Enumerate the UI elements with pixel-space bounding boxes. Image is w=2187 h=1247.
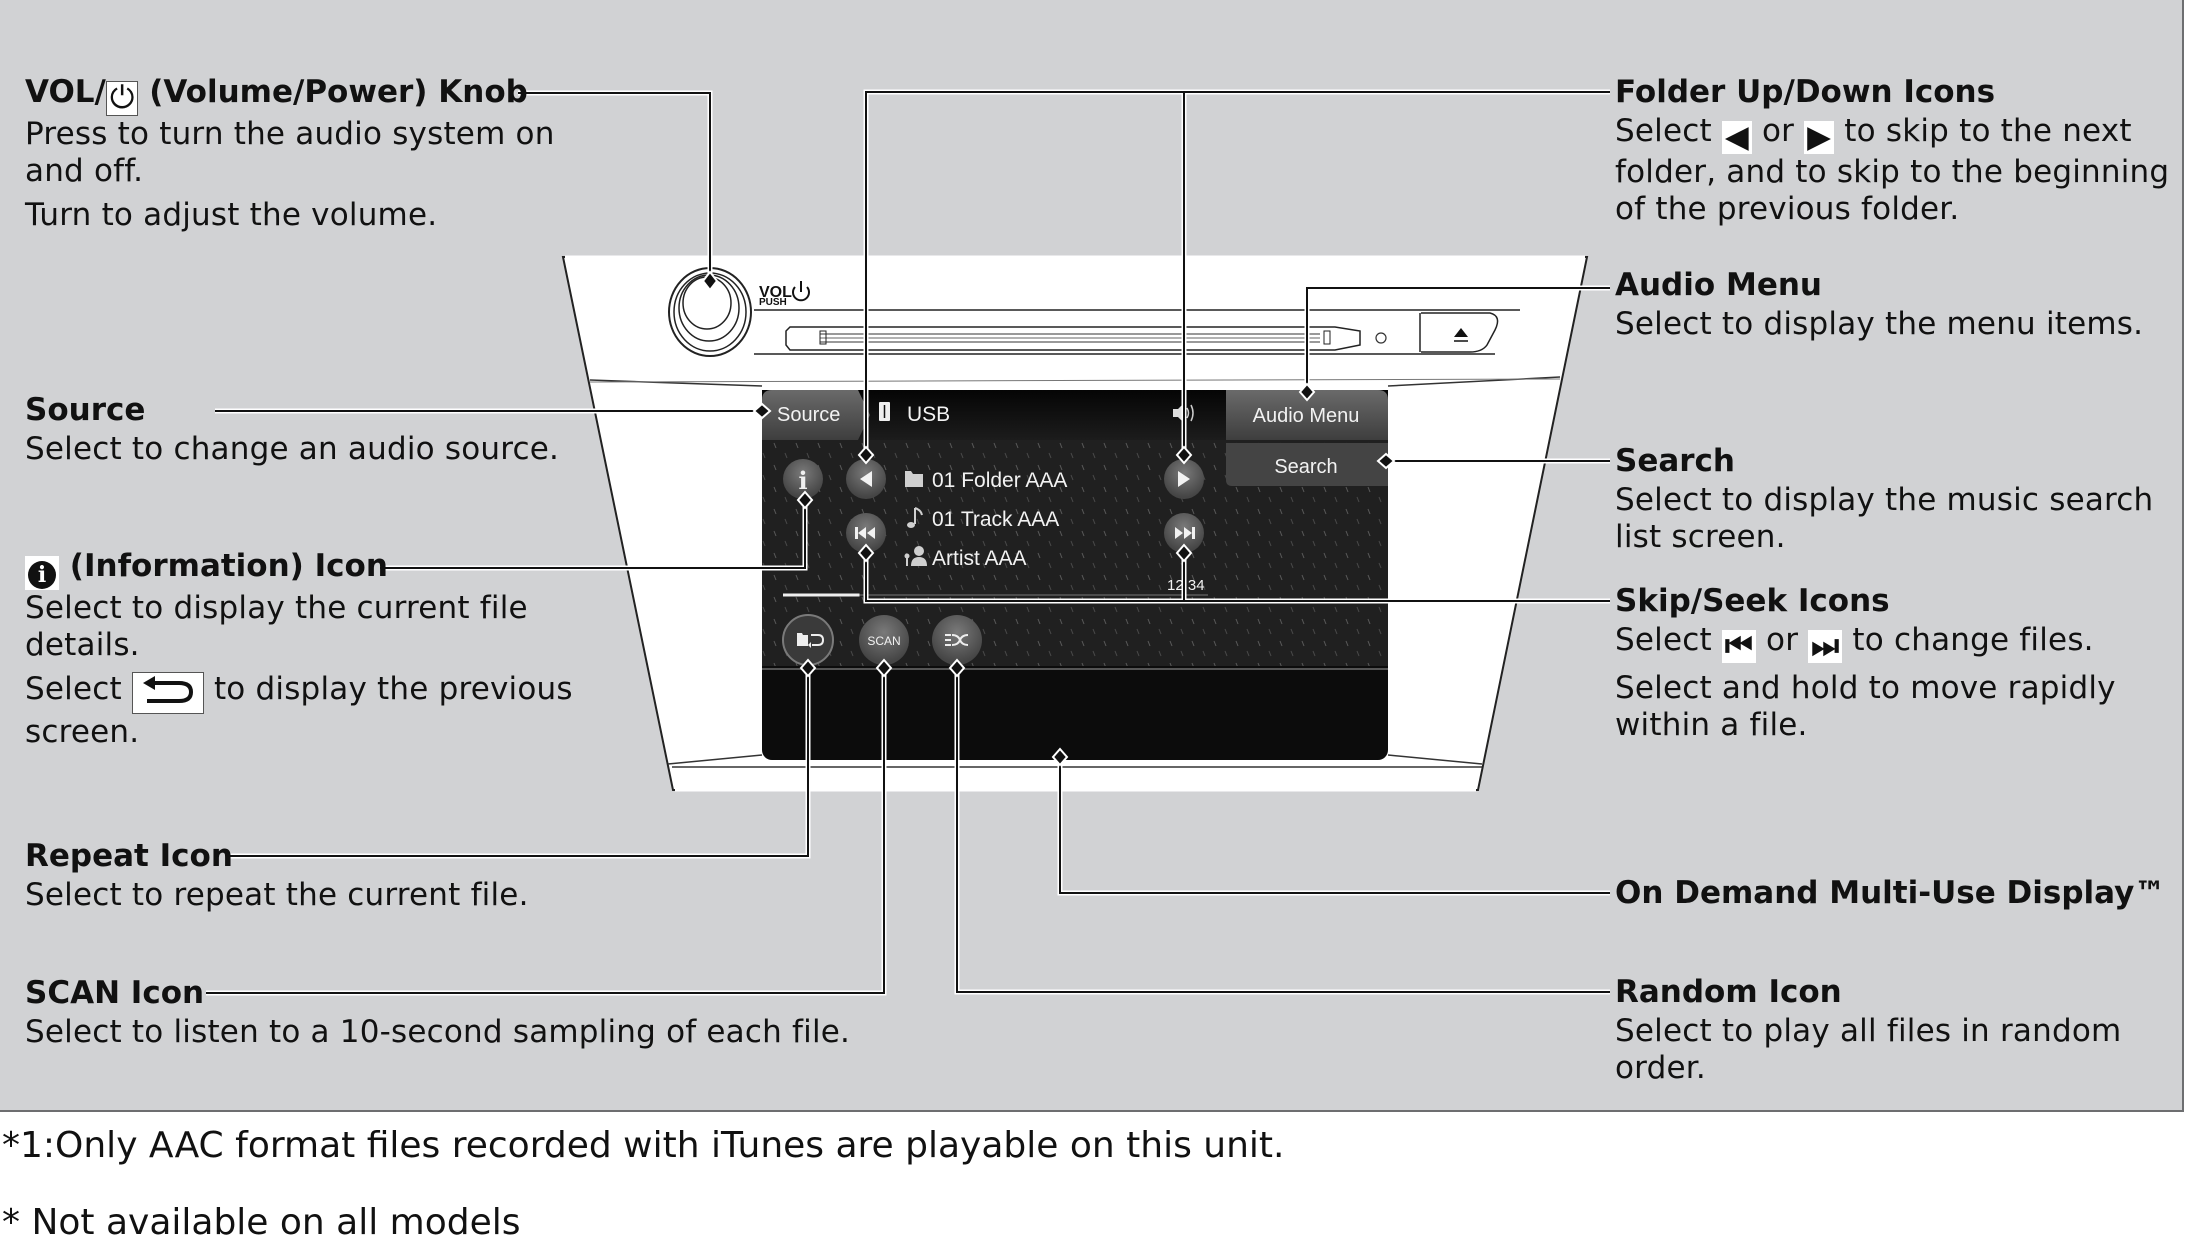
callout-desc: Select to change an audio source. — [25, 431, 560, 467]
callout-vol-knob: VOL/⏻ (Volume/Power) Knob Press to turn … — [25, 71, 585, 241]
callout-desc: Select to repeat the current file. — [25, 877, 529, 913]
callout-title: Audio Menu — [1615, 267, 1822, 303]
callout-desc: Press to turn the audio system on and of… — [25, 116, 555, 189]
footnote-aac: *1:Only AAC format files recorded with i… — [2, 1125, 1285, 1166]
audio-menu-button[interactable]: Audio Menu — [1226, 390, 1388, 440]
callout-source: Source Select to change an audio source. — [25, 389, 585, 475]
callout-title: Folder Up/Down Icons — [1615, 74, 1996, 110]
info-icon: i — [798, 466, 807, 495]
callout-title: Skip/Seek Icons — [1615, 583, 1890, 619]
marker-diamond — [752, 402, 772, 420]
callout-title: SCAN Icon — [25, 975, 205, 1011]
track-name: 01 Track AAA — [932, 508, 1059, 531]
marker-diamond — [1376, 452, 1396, 470]
info-button[interactable]: i — [783, 459, 823, 499]
repeat-icon — [797, 633, 825, 648]
marker-diamond — [1051, 747, 1069, 767]
callout-desc: Select to display the current file detai… — [25, 590, 528, 663]
skip-forward-button[interactable] — [1164, 513, 1204, 553]
marker-diamond — [1298, 382, 1316, 402]
callout-random: Random Icon Select to play all files in … — [1615, 971, 2175, 1094]
marker-diamond — [857, 543, 875, 563]
marker-diamond — [875, 658, 893, 678]
callout-title: Random Icon — [1615, 974, 1842, 1010]
callout-desc: Select to display the music search list … — [1615, 482, 2154, 555]
eject-icon — [1454, 328, 1468, 337]
marker-diamond — [948, 658, 966, 678]
info-icon: i — [25, 556, 59, 590]
folder-name: 01 Folder AAA — [932, 469, 1067, 492]
callout-title: Source — [25, 392, 146, 428]
skip-forward-icon: ⏭ — [1808, 630, 1843, 663]
knob-label-vol: VOL — [759, 284, 792, 301]
skip-forward-icon — [1175, 527, 1195, 539]
skip-back-button[interactable] — [846, 513, 886, 553]
callout-audio-menu: Audio Menu Select to display the menu it… — [1615, 264, 2175, 350]
source-button-label: Source — [777, 404, 840, 426]
callout-repeat: Repeat Icon Select to repeat the current… — [25, 835, 585, 921]
leader-lines — [206, 89, 1610, 996]
callout-title: On Demand Multi-Use Display™ — [1615, 875, 2166, 911]
eject-button[interactable] — [1421, 312, 1499, 353]
marker-diamond — [796, 490, 814, 510]
callout-title: (Information) Icon — [59, 548, 388, 584]
callout-information: i (Information) Icon Select to display t… — [25, 545, 585, 758]
scan-label: SCAN — [867, 634, 900, 648]
scan-button[interactable]: SCAN — [859, 615, 909, 665]
folder-down-button[interactable] — [846, 459, 886, 499]
artist-icon — [904, 546, 927, 566]
volume-speaker-icon — [1173, 404, 1194, 422]
marker-diamond — [799, 658, 817, 678]
source-name: USB — [907, 403, 950, 426]
folder-up-button[interactable] — [1164, 459, 1204, 499]
triangle-left-icon: ◀ — [1721, 121, 1752, 154]
indicator-light — [1375, 332, 1387, 344]
marker-diamond — [1175, 445, 1193, 465]
callout-folder-updown: Folder Up/Down Icons Select ◀ or ▶ to sk… — [1615, 71, 2175, 235]
audio-menu-label: Audio Menu — [1253, 405, 1360, 427]
callout-skip-seek: Skip/Seek Icons Select ⏮ or ⏭ to change … — [1615, 580, 2175, 751]
callout-search: Search Select to display the music searc… — [1615, 440, 2175, 563]
marker-diamond — [1175, 543, 1193, 563]
callout-desc: Turn to adjust the volume. — [25, 197, 438, 233]
callout-display: On Demand Multi-Use Display™ — [1615, 872, 2175, 914]
callout-desc: Select ◀ or ▶ to skip to the next folder… — [1615, 113, 2170, 227]
search-label: Search — [1274, 456, 1337, 478]
callout-title: Repeat Icon — [25, 838, 233, 874]
marker-diamond — [857, 445, 875, 465]
marker-diamond — [701, 270, 719, 292]
source-button[interactable]: Source — [762, 390, 870, 440]
callout-desc: Select to display the menu items. — [1615, 306, 2144, 342]
callout-desc: Select to listen to a 10-second sampling… — [25, 1014, 851, 1050]
knob-label-push: PUSH — [759, 297, 787, 308]
power-icon: ⏻ — [105, 81, 139, 116]
triangle-left-icon — [860, 471, 872, 487]
back-arrow-icon — [131, 672, 204, 714]
folder-icon — [905, 471, 923, 487]
skip-back-icon — [855, 527, 875, 539]
cd-slot — [785, 326, 1361, 351]
artist-name: Artist AAA — [932, 547, 1027, 570]
triangle-right-icon — [1178, 471, 1190, 487]
footnote-models: * Not available on all models — [2, 1202, 521, 1243]
random-button[interactable] — [932, 615, 982, 665]
callout-desc: Select ⏮ or ⏭ to change files. — [1615, 622, 2094, 664]
shuffle-icon — [945, 634, 969, 646]
search-button[interactable]: Search — [1226, 443, 1388, 486]
callout-title: VOL/⏻ (Volume/Power) Knob — [25, 74, 528, 116]
callout-title: Search — [1615, 443, 1736, 479]
triangle-right-icon: ▶ — [1804, 121, 1835, 154]
callout-desc: Select to play all files in random order… — [1615, 1013, 2122, 1086]
music-note-icon — [907, 507, 923, 528]
skip-back-icon: ⏮ — [1721, 630, 1756, 663]
bezel-line — [589, 379, 763, 387]
callout-desc: Select and hold to move rapidly within a… — [1615, 670, 2116, 743]
repeat-button[interactable] — [782, 614, 834, 666]
callout-scan: SCAN Icon Select to listen to a 10-secon… — [25, 972, 925, 1058]
callout-desc: Select to display the previous screen. — [25, 671, 573, 750]
usb-icon — [879, 402, 890, 421]
power-icon — [792, 281, 810, 302]
